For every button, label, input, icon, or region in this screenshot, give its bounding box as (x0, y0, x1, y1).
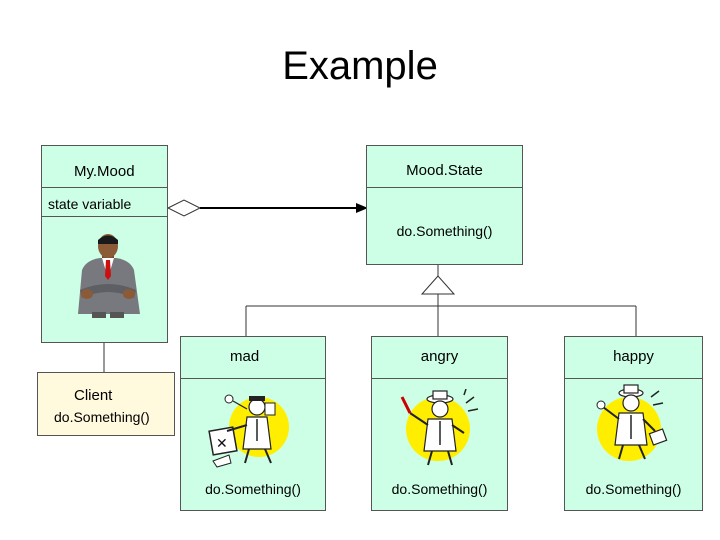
client-box: Client do.Something() (37, 372, 175, 436)
generalization-triangle (420, 275, 456, 295)
mad-person-icon: ✕ (207, 389, 297, 474)
mymood-divider-bottom (42, 216, 167, 217)
angry-class-name: angry (420, 348, 459, 365)
mad-class-name: mad (230, 348, 260, 365)
client-method: do.Something() (54, 409, 150, 425)
happy-class-name: happy (613, 348, 654, 365)
angry-divider (372, 378, 507, 379)
happy-divider (565, 378, 702, 379)
mad-divider (181, 378, 325, 379)
client-name: Client (74, 387, 113, 404)
mad-method: do.Something() (205, 481, 301, 497)
mymood-class-name: My.Mood (74, 163, 135, 180)
happy-person-icon (591, 383, 681, 472)
angry-person-icon (394, 388, 484, 474)
angry-class-box: angry do.Something() (371, 336, 508, 511)
association-arrowhead (356, 203, 368, 213)
moodstate-method: do.Something() (396, 223, 493, 239)
businessman-icon (72, 234, 144, 323)
svg-text:✕: ✕ (216, 436, 228, 452)
angry-method: do.Something() (391, 481, 488, 497)
diagram-title: Example (282, 44, 438, 88)
mymood-attribute: state variable (48, 196, 132, 212)
moodstate-class-name: Mood.State (406, 162, 483, 179)
aggregation-diamond (166, 199, 202, 217)
mymood-class-box: My.Mood state variable (41, 145, 168, 343)
happy-method: do.Something() (585, 481, 682, 497)
moodstate-divider (367, 187, 522, 188)
mymood-divider-top (42, 187, 167, 188)
moodstate-class-box: Mood.State do.Something() (366, 145, 523, 265)
happy-class-box: happy do.Something() (564, 336, 703, 511)
mad-class-box: mad ✕ do.Something() (180, 336, 326, 511)
